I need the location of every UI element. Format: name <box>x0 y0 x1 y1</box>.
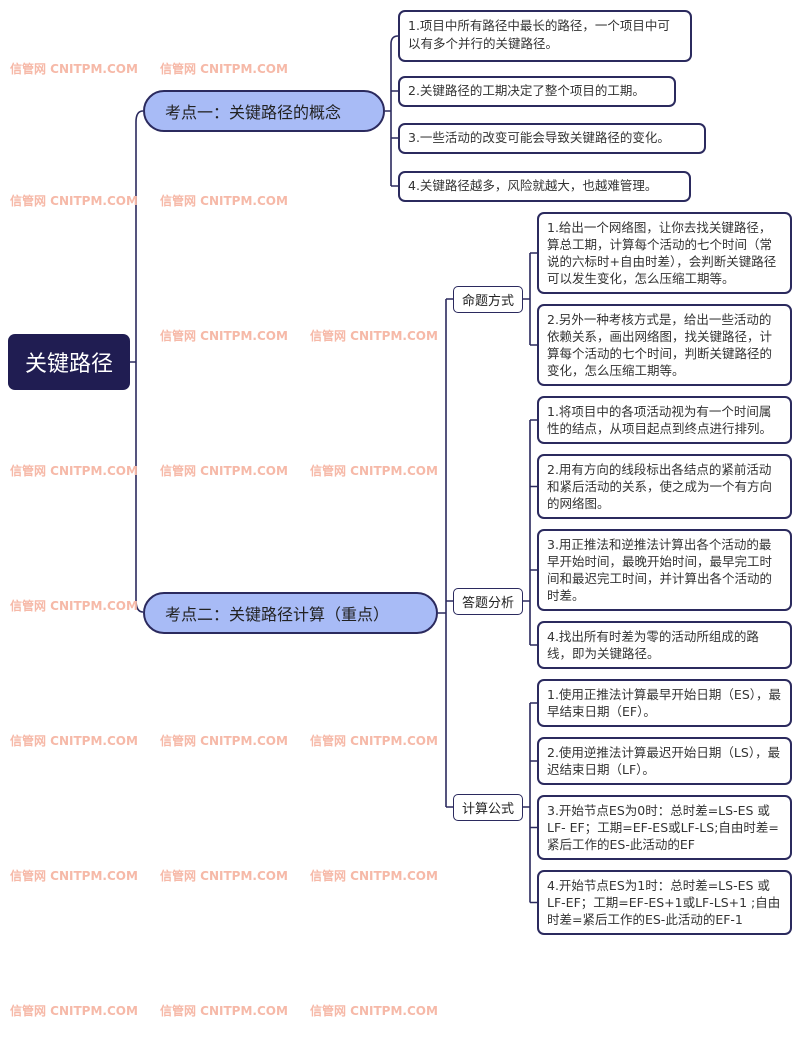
formula-item-1[interactable]: 1.使用正推法计算最早开始日期（ES），最早结束日期（EF）。 <box>537 679 792 727</box>
analysis-item-1[interactable]: 1.将项目中的各项活动视为有一个时间属性的结点，从项目起点到终点进行排列。 <box>537 396 792 444</box>
watermark-text: 信管网 CNITPM.COM <box>160 62 288 76</box>
category-connector <box>523 419 537 646</box>
answer-analysis-group: 1.将项目中的各项活动视为有一个时间属性的结点，从项目起点到终点进行排列。 2.… <box>537 396 792 669</box>
watermark-text: 信管网 CNITPM.COM <box>310 1004 438 1018</box>
watermark-text: 信管网 CNITPM.COM <box>10 599 138 613</box>
watermark-text: 信管网 CNITPM.COM <box>160 329 288 343</box>
watermark-text: 信管网 CNITPM.COM <box>10 869 138 883</box>
watermark-text: 信管网 CNITPM.COM <box>310 329 438 343</box>
formula-item-4[interactable]: 4.开始节点ES为1时：总时差=LS-ES 或LF-EF；工期=EF-ES+1或… <box>537 870 792 935</box>
watermark-text: 信管网 CNITPM.COM <box>310 464 438 478</box>
topic2-connector <box>438 298 453 808</box>
topic1-item-2[interactable]: 2.关键路径的工期决定了整个项目的工期。 <box>398 76 676 107</box>
question-type-item-1[interactable]: 1.给出一个网络图，让你去找关键路径，算总工期，计算每个活动的七个时间（常说的六… <box>537 212 792 294</box>
watermark-text: 信管网 CNITPM.COM <box>10 734 138 748</box>
watermark-text: 信管网 CNITPM.COM <box>160 464 288 478</box>
leaf-column: 1.给出一个网络图，让你去找关键路径，算总工期，计算每个活动的七个时间（常说的六… <box>537 212 792 945</box>
watermark-text: 信管网 CNITPM.COM <box>160 1004 288 1018</box>
question-type-group: 1.给出一个网络图，让你去找关键路径，算总工期，计算每个活动的七个时间（常说的六… <box>537 212 792 386</box>
topic2-node[interactable]: 考点二：关键路径计算（重点） <box>143 592 438 634</box>
formula-item-3[interactable]: 3.开始节点ES为0时：总时差=LS-ES 或LF- EF；工期=EF-ES或L… <box>537 795 792 860</box>
watermark-text: 信管网 CNITPM.COM <box>10 194 138 208</box>
watermark-text: 信管网 CNITPM.COM <box>160 194 288 208</box>
analysis-item-3[interactable]: 3.用正推法和逆推法计算出各个活动的最早开始时间，最晚开始时间，最早完工时间和最… <box>537 529 792 611</box>
analysis-item-4[interactable]: 4.找出所有时差为零的活动所组成的路线，即为关键路径。 <box>537 621 792 669</box>
watermark-text: 信管网 CNITPM.COM <box>310 734 438 748</box>
watermark-text: 信管网 CNITPM.COM <box>10 1004 138 1018</box>
analysis-item-2[interactable]: 2.用有方向的线段标出各结点的紧前活动和紧后活动的关系，使之成为一个有方向的网络… <box>537 454 792 519</box>
category-question-type[interactable]: 命题方式 <box>453 286 523 313</box>
watermark-text: 信管网 CNITPM.COM <box>10 62 138 76</box>
category-connector <box>523 252 537 346</box>
category-connector <box>523 702 537 904</box>
watermark-text: 信管网 CNITPM.COM <box>160 734 288 748</box>
root-node[interactable]: 关键路径 <box>8 334 130 390</box>
watermark-text: 信管网 CNITPM.COM <box>160 869 288 883</box>
category-answer-analysis[interactable]: 答题分析 <box>453 588 523 615</box>
question-type-item-2[interactable]: 2.另外一种考核方式是，给出一些活动的依赖关系，画出网络图，找关键路径，计算每个… <box>537 304 792 386</box>
topic1-item-3[interactable]: 3.一些活动的改变可能会导致关键路径的变化。 <box>398 123 706 154</box>
topic1-item-4[interactable]: 4.关键路径越多，风险就越大，也越难管理。 <box>398 171 691 202</box>
category-formulas[interactable]: 计算公式 <box>453 794 523 821</box>
watermark-text: 信管网 CNITPM.COM <box>310 869 438 883</box>
topic1-item-1[interactable]: 1.项目中所有路径中最长的路径，一个项目中可以有多个并行的关键路径。 <box>398 10 692 62</box>
formula-item-2[interactable]: 2.使用逆推法计算最迟开始日期（LS），最迟结束日期（LF）。 <box>537 737 792 785</box>
watermark-text: 信管网 CNITPM.COM <box>10 464 138 478</box>
formulas-group: 1.使用正推法计算最早开始日期（ES），最早结束日期（EF）。 2.使用逆推法计… <box>537 679 792 935</box>
topic1-node[interactable]: 考点一：关键路径的概念 <box>143 90 385 132</box>
